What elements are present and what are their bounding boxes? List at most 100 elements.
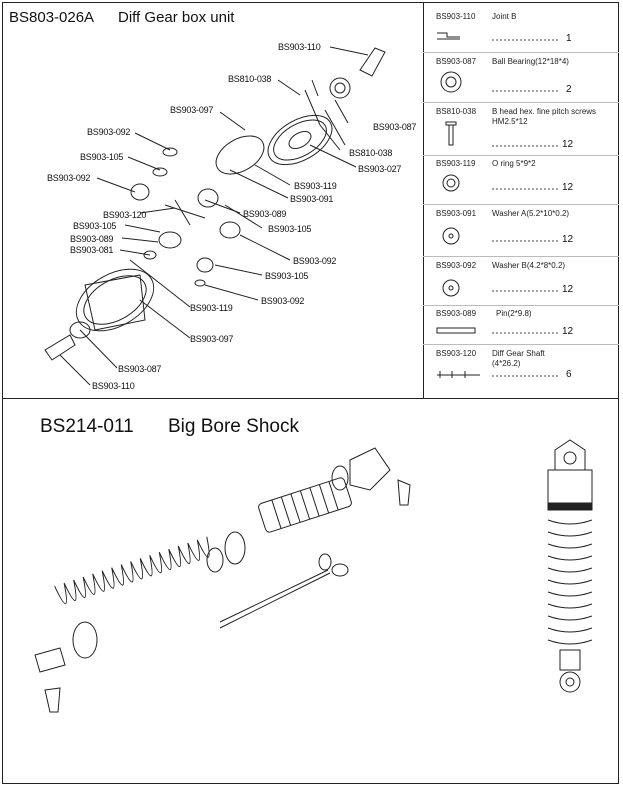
parts-separator bbox=[423, 344, 619, 345]
bearing-top bbox=[329, 77, 351, 99]
screw-icon bbox=[445, 121, 457, 146]
shock-code: BS214-011 bbox=[40, 416, 134, 437]
part-qty: 2 bbox=[566, 84, 572, 95]
diff-code: BS803-026A bbox=[9, 9, 95, 26]
part-code: BS810-038 bbox=[436, 107, 477, 116]
parts-separator bbox=[423, 256, 619, 257]
part-desc: O ring 5*9*2 bbox=[492, 159, 536, 168]
leader-line bbox=[121, 237, 159, 243]
part-qty: 12 bbox=[562, 139, 574, 150]
spring-collar bbox=[224, 531, 246, 565]
callout-gear-1: BS903-105 bbox=[80, 152, 124, 162]
spring-cup bbox=[72, 621, 98, 659]
callout-gear-2: BS903-105 bbox=[73, 221, 117, 231]
shock-cap bbox=[349, 447, 391, 491]
part-qty: 6 bbox=[566, 369, 572, 380]
callout-shaft: BS903-120 bbox=[103, 210, 147, 220]
leader-line bbox=[79, 329, 118, 369]
leader-line bbox=[309, 144, 357, 168]
leader-line bbox=[239, 234, 291, 261]
cross-shaft bbox=[164, 199, 206, 226]
diff-case-left bbox=[75, 268, 155, 332]
section-divider bbox=[2, 398, 619, 399]
part-qty: 1 bbox=[566, 33, 572, 44]
callout-ring-gear: BS903-027 bbox=[358, 164, 402, 174]
leader-line bbox=[96, 177, 136, 193]
callout-screw-mid: BS810-038 bbox=[349, 148, 393, 158]
part-qty: 12 bbox=[562, 234, 574, 245]
part-code: BS903-091 bbox=[436, 209, 477, 218]
callout-joint-b-bottom: BS903-110 bbox=[92, 381, 135, 391]
leader-line bbox=[124, 224, 161, 233]
washer-a-icon bbox=[442, 227, 460, 245]
callout-screw-top: BS810-038 bbox=[228, 74, 272, 84]
rod-end-top bbox=[397, 479, 411, 506]
part-code: BS903-089 bbox=[436, 309, 477, 318]
leader-line bbox=[119, 249, 151, 256]
part-desc: Ball Bearing(12*18*4) bbox=[492, 57, 569, 66]
callout-washer-b-3: BS903-092 bbox=[293, 256, 337, 266]
callout-pin-2: BS903-089 bbox=[70, 234, 114, 244]
leader-line bbox=[139, 299, 191, 339]
part-code: BS903-120 bbox=[436, 349, 477, 358]
parts-separator bbox=[423, 155, 619, 156]
callout-bearing-bottom: BS903-087 bbox=[118, 364, 162, 374]
leader-line bbox=[134, 132, 171, 151]
shock-shaft bbox=[219, 569, 331, 629]
parts-separator bbox=[423, 52, 619, 53]
part-desc: Washer A(5.2*10*0.2) bbox=[492, 209, 570, 218]
washer-b-icon bbox=[442, 279, 460, 297]
part-desc: Pin(2*9.8) bbox=[496, 309, 532, 318]
parts-list-divider bbox=[423, 2, 424, 398]
leader-line bbox=[224, 204, 263, 229]
callout-case-left: BS903-097 bbox=[190, 334, 234, 344]
part-code: BS903-092 bbox=[436, 261, 477, 270]
leader-line bbox=[229, 169, 289, 199]
leader-line bbox=[254, 164, 291, 186]
part-code: BS903-119 bbox=[436, 159, 476, 168]
joint-icon bbox=[437, 32, 460, 40]
callout-washer-b-2: BS903-092 bbox=[47, 173, 91, 183]
part-desc: B head hex. fine pitch screws HM2.5*12 bbox=[492, 107, 597, 126]
part-code: BS903-110 bbox=[436, 12, 476, 21]
part-desc: Diff Gear Shaft (4*26.2) bbox=[492, 349, 545, 368]
callout-washer-081: BS903-081 bbox=[70, 245, 114, 255]
callout-joint-b-top: BS903-110 bbox=[278, 42, 321, 52]
callout-oring-2: BS903-119 bbox=[190, 303, 233, 313]
leader-line bbox=[334, 99, 349, 124]
pin-icon bbox=[436, 327, 476, 334]
leader-line bbox=[214, 264, 263, 276]
part-desc: Washer B(4.2*8*0.2) bbox=[492, 261, 566, 270]
shock-spring bbox=[54, 536, 210, 605]
bearing-icon bbox=[440, 71, 462, 93]
leader-line bbox=[204, 284, 259, 301]
joint-top bbox=[359, 47, 386, 77]
diff-case-right bbox=[267, 114, 333, 166]
rod-end-bottom bbox=[34, 647, 66, 673]
assembled-shock bbox=[547, 439, 593, 693]
leader-line bbox=[277, 79, 301, 96]
part-code: BS903-087 bbox=[436, 57, 477, 66]
part-qty: 12 bbox=[562, 284, 574, 295]
shock-body bbox=[258, 477, 352, 533]
callout-washer-a: BS903-091 bbox=[290, 194, 334, 204]
callout-washer-b-4: BS903-092 bbox=[261, 296, 305, 306]
leader-line bbox=[127, 156, 161, 171]
shock-name: Big Bore Shock bbox=[168, 416, 299, 437]
screws bbox=[304, 79, 346, 146]
part-qty: 12 bbox=[562, 326, 574, 337]
callout-case-right: BS903-097 bbox=[170, 105, 214, 115]
leader-line bbox=[219, 111, 246, 131]
callout-pin-1: BS903-089 bbox=[243, 209, 287, 219]
leader-line bbox=[59, 354, 91, 386]
parts-separator bbox=[423, 102, 619, 103]
oring-icon bbox=[442, 174, 460, 192]
parts-separator bbox=[423, 204, 619, 205]
joint-bottom bbox=[44, 334, 76, 361]
callout-bearing-top: BS903-087 bbox=[373, 122, 417, 132]
shaft-icon bbox=[437, 371, 480, 378]
gasket bbox=[215, 135, 265, 175]
diff-name: Diff Gear box unit bbox=[118, 9, 235, 26]
leader-line bbox=[329, 46, 369, 56]
